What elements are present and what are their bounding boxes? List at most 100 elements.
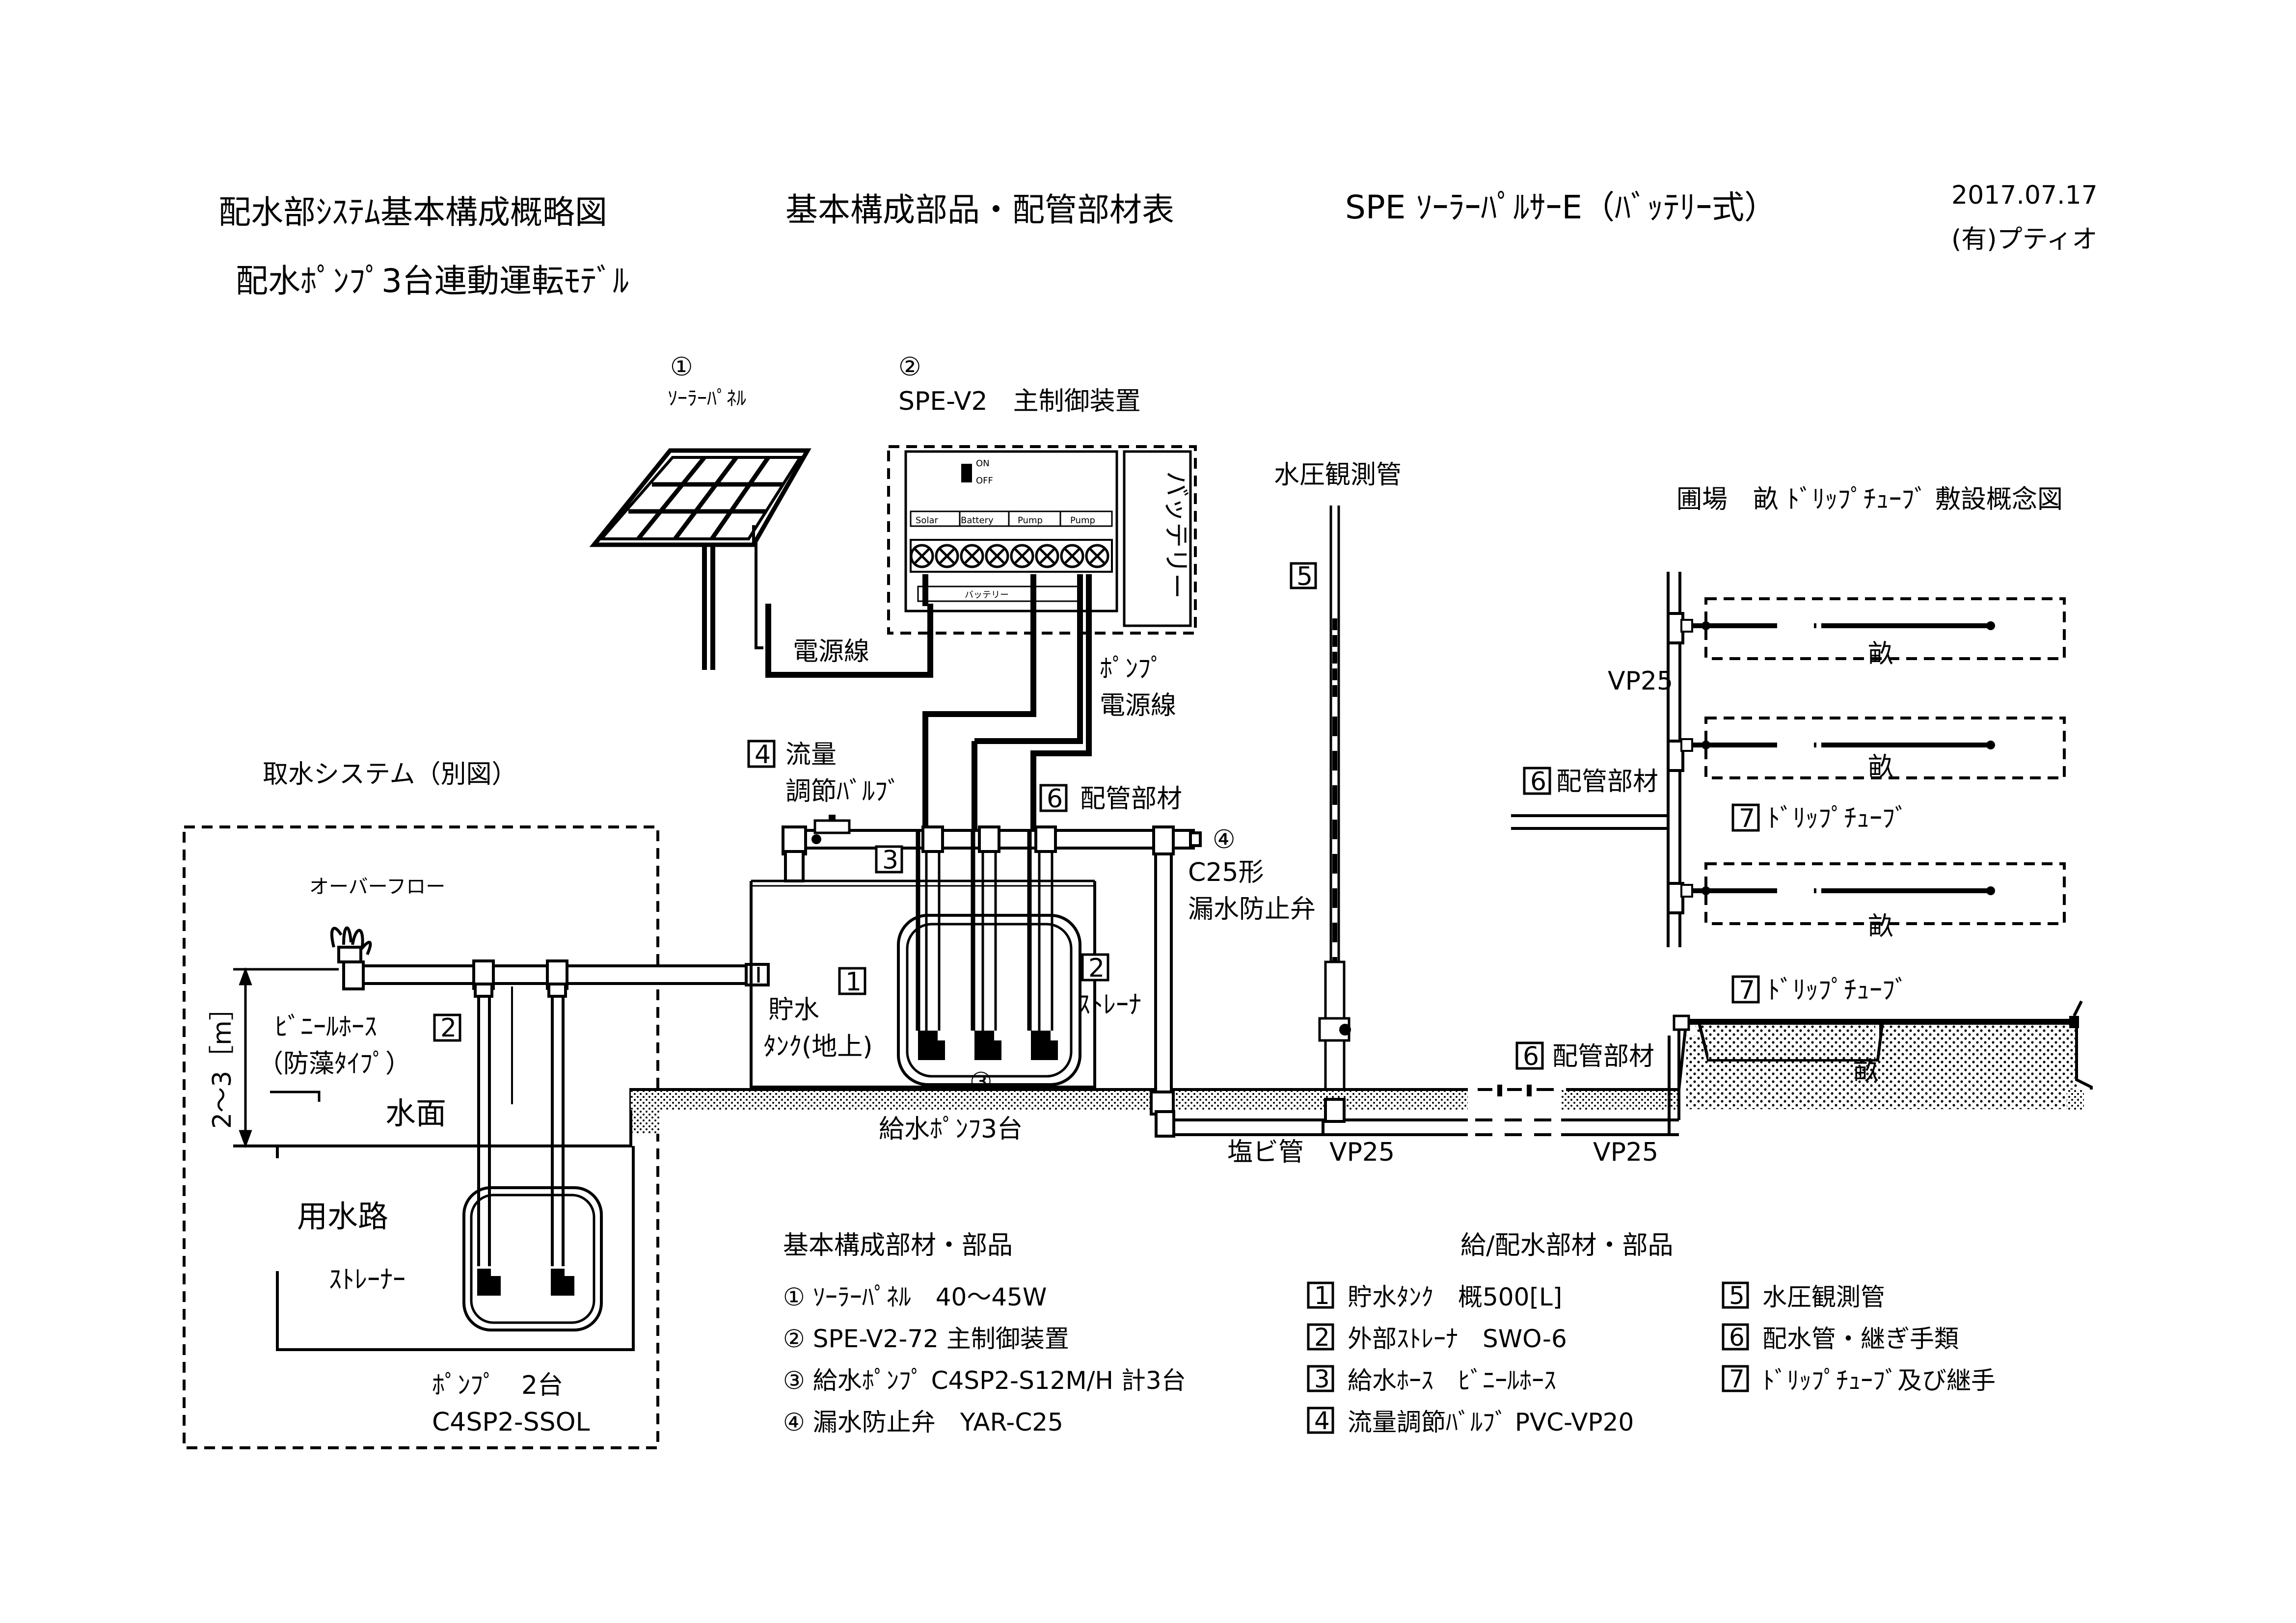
- pumps-two-label: ﾎﾟﾝﾌﾟ 2台: [432, 1371, 563, 1400]
- strainer-left-label: ｽﾄﾚｰﾅｰ: [329, 1265, 405, 1295]
- ridge-2-label: 畝: [1868, 752, 1893, 782]
- overflow-label: オーバーフロー: [309, 876, 445, 898]
- battery-label: バッテリー: [1161, 471, 1190, 599]
- parts-left-heading: 基本構成部材・部品: [783, 1231, 1013, 1260]
- box7-low-label: 7: [1739, 976, 1755, 1005]
- intake-pipe: [342, 959, 770, 998]
- box4-label: 4: [755, 740, 771, 770]
- field-beds: [1680, 597, 2066, 925]
- terminal-pump-2: Pump: [1070, 515, 1095, 526]
- pvc-pipe-label: 塩ビ管 VP25: [1227, 1138, 1395, 1167]
- model-title: SPE ｿｰﾗｰﾊﾟﾙｻｰE（ﾊﾞｯﾃﾘｰ式）: [1345, 188, 1777, 226]
- power-switch[interactable]: [961, 464, 972, 482]
- terminal-pump-1: Pump: [1018, 515, 1043, 526]
- pump-model-left: C4SP2-SSOL: [432, 1408, 590, 1437]
- part-number-box: [1307, 1323, 1334, 1351]
- supply-pump-cables: [916, 829, 1032, 1031]
- field-bed: [1704, 717, 2066, 779]
- part-description: 給水ﾎｰｽ ﾋﾞﾆｰﾙﾎｰｽ: [1348, 1366, 1556, 1395]
- intake-hoses: [477, 996, 565, 1266]
- part-number: 7: [1729, 1365, 1745, 1393]
- drip-tube-section: [1673, 1000, 2083, 1031]
- intake-strainer-inner: [470, 1194, 595, 1324]
- part-number: 5: [1729, 1281, 1745, 1310]
- part-number-box: [1307, 1281, 1334, 1309]
- part-description: 配水管・継ぎ手類: [1762, 1325, 1959, 1353]
- terminal-battery-bottom: バッテリー: [965, 590, 1009, 600]
- pump-power-label-2: 電源線: [1100, 691, 1176, 720]
- part-number-box: [1722, 1323, 1749, 1351]
- box2-right-marker: [1081, 953, 1109, 982]
- controller-outline: [887, 445, 1197, 635]
- box7-mid-marker: [1731, 803, 1760, 832]
- box6-low-label: 6: [1523, 1042, 1539, 1071]
- height-range-label: 2～3［m］: [208, 995, 237, 1129]
- pump-number-3: ③: [970, 1067, 993, 1097]
- power-cables: [765, 574, 1092, 829]
- tank-label-2: ﾀﾝｸ(地上): [763, 1032, 873, 1062]
- ridge-1-label: 畝: [1868, 639, 1893, 669]
- part-number: 1: [1314, 1281, 1330, 1310]
- part-number: 3: [1314, 1365, 1330, 1393]
- ridge-section-label: 畝: [1853, 1057, 1879, 1086]
- box6-mid-label: 6: [1530, 767, 1546, 797]
- supply-pumps: [918, 1031, 1058, 1060]
- part-number-box: [1307, 1365, 1334, 1392]
- vp25-field-label: VP25: [1608, 666, 1673, 696]
- terminal-strip: [910, 510, 1113, 602]
- part-description: ﾄﾞﾘｯﾌﾟﾁｭｰﾌﾞ及び継手: [1762, 1366, 1996, 1395]
- box5-label: 5: [1297, 562, 1313, 591]
- box6-top-marker: [1039, 784, 1068, 812]
- doc-date: 2017.07.17: [1951, 181, 2098, 210]
- part-description: 外部ｽﾄﾚｰﾅ SWO-6: [1348, 1325, 1567, 1353]
- part-description: 流量調節ﾊﾞﾙﾌﾞ PVC-VP20: [1348, 1408, 1634, 1437]
- parts-right-heading: 給/配水部材・部品: [1460, 1231, 1674, 1260]
- controller-number: ②: [898, 352, 921, 382]
- field-title: 圃場 畝 ﾄﾞﾘｯﾌﾟﾁｭｰﾌﾞ 敷設概念図: [1676, 485, 2063, 514]
- intake-system-label: 取水システム（別図）: [263, 760, 517, 789]
- part-number-box: [1722, 1281, 1749, 1309]
- terminal-battery: Battery: [961, 515, 994, 526]
- battery-box: [1123, 450, 1192, 627]
- box4-marker: [747, 740, 776, 768]
- box7-mid-label: 7: [1739, 804, 1755, 833]
- solar-panel: [589, 448, 811, 670]
- supply-header-pipe: [782, 825, 1202, 882]
- power-line-label: 電源線: [793, 637, 869, 666]
- anti-algae-label: （防藻ﾀｲﾌﾟ）: [258, 1049, 411, 1079]
- tank-label-1: 貯水: [768, 995, 819, 1025]
- supply-hoses: [925, 851, 1053, 1031]
- flow-valve[interactable]: [811, 815, 851, 844]
- box6-mid-marker: [1523, 767, 1551, 795]
- controller-label: SPE-V2 主制御装置: [898, 387, 1141, 416]
- parts-left-item: ④ 漏水防止弁 YAR-C25: [783, 1408, 1063, 1437]
- vp25-bottom-label: VP25: [1593, 1138, 1658, 1167]
- pressure-tube: [1318, 506, 1351, 1099]
- check-valve-label-1: C25形: [1188, 858, 1264, 887]
- overflow-spout: [330, 926, 372, 956]
- box7-low-marker: [1731, 975, 1760, 1004]
- waterway-label: 用水路: [297, 1198, 388, 1234]
- check-valve-label-2: 漏水防止弁: [1188, 895, 1316, 924]
- part-number-box: [1722, 1365, 1749, 1392]
- page-subtitle: 基本構成部品・配管部材表: [785, 191, 1174, 229]
- supply-pumps-label: 給水ﾎﾟﾝﾌ3台: [879, 1115, 1023, 1144]
- drip-low-label: ﾄﾞﾘｯﾌﾟﾁｭｰﾌﾞ: [1767, 976, 1908, 1005]
- vinyl-hose-label: ﾋﾞﾆｰﾙﾎｰｽ: [275, 1012, 377, 1042]
- flow-valve-label-1: 流量: [785, 740, 837, 770]
- terminal-solar: Solar: [916, 515, 938, 526]
- parts-left-item: ① ｿｰﾗｰﾊﾟﾈﾙ 40～45W: [783, 1283, 1047, 1311]
- piping-low-label: 配管部材: [1552, 1042, 1654, 1071]
- model-variant: 配水ﾎﾟﾝﾌﾟ3台連動運転ﾓﾃﾞﾙ: [236, 262, 629, 300]
- part-number-box: [1307, 1407, 1334, 1434]
- distribution-pipe: [1150, 852, 1324, 1138]
- ridge-3-label: 畝: [1868, 912, 1893, 941]
- pump-power-label-1: ﾎﾟﾝﾌﾟ: [1100, 654, 1163, 684]
- pressure-tee: [1324, 1098, 1346, 1123]
- box3-label: 3: [882, 846, 898, 875]
- company-name: (有)プティオ: [1951, 225, 2097, 254]
- drip-mid-label: ﾄﾞﾘｯﾌﾟﾁｭｰﾌﾞ: [1767, 804, 1908, 833]
